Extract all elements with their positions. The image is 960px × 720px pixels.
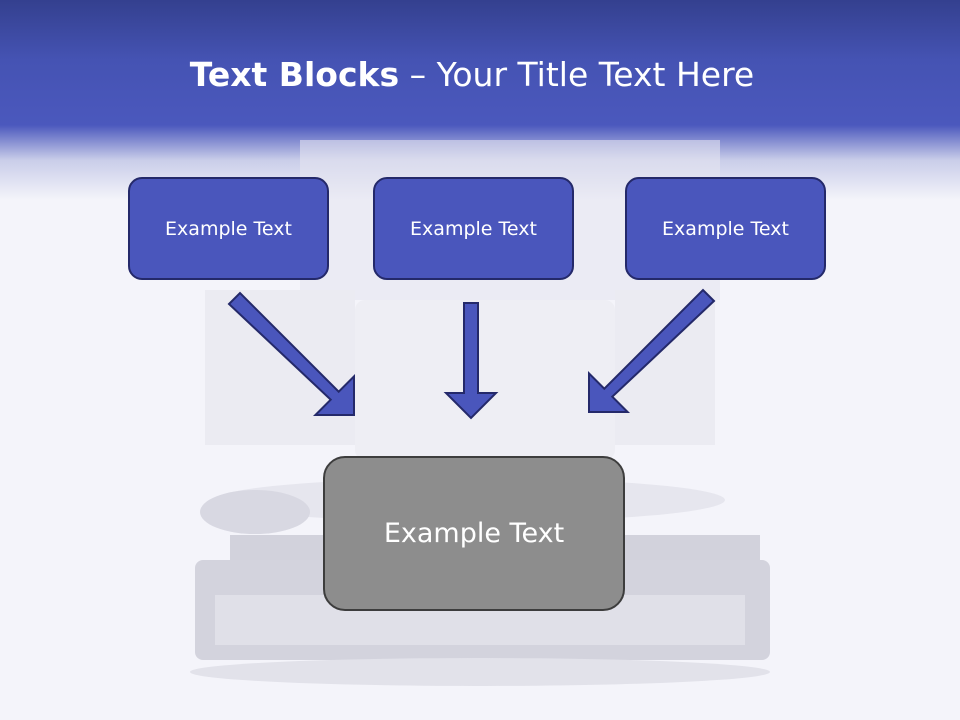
photo-cup (355, 300, 615, 460)
photo-shadow (190, 658, 770, 686)
text-block-3-label: Example Text (662, 217, 789, 240)
text-block-2: Example Text (373, 177, 574, 280)
photo-spoon (200, 490, 310, 534)
photo-cup-left (205, 290, 355, 445)
text-block-1-label: Example Text (165, 217, 292, 240)
slide-title: Text Blocks – Your Title Text Here (0, 52, 944, 98)
title-bold: Text Blocks (189, 55, 400, 94)
text-block-2-label: Example Text (410, 217, 537, 240)
arrow-left-icon (227, 291, 355, 416)
title-rest: Your Title Text Here (436, 55, 755, 94)
center-text-block-label: Example Text (383, 518, 565, 549)
text-block-3: Example Text (625, 177, 826, 280)
text-block-1: Example Text (128, 177, 329, 280)
title-separator: – (409, 55, 427, 94)
arrow-right-icon (588, 288, 716, 413)
arrow-middle-icon (443, 302, 499, 420)
center-text-block: Example Text (323, 456, 625, 611)
